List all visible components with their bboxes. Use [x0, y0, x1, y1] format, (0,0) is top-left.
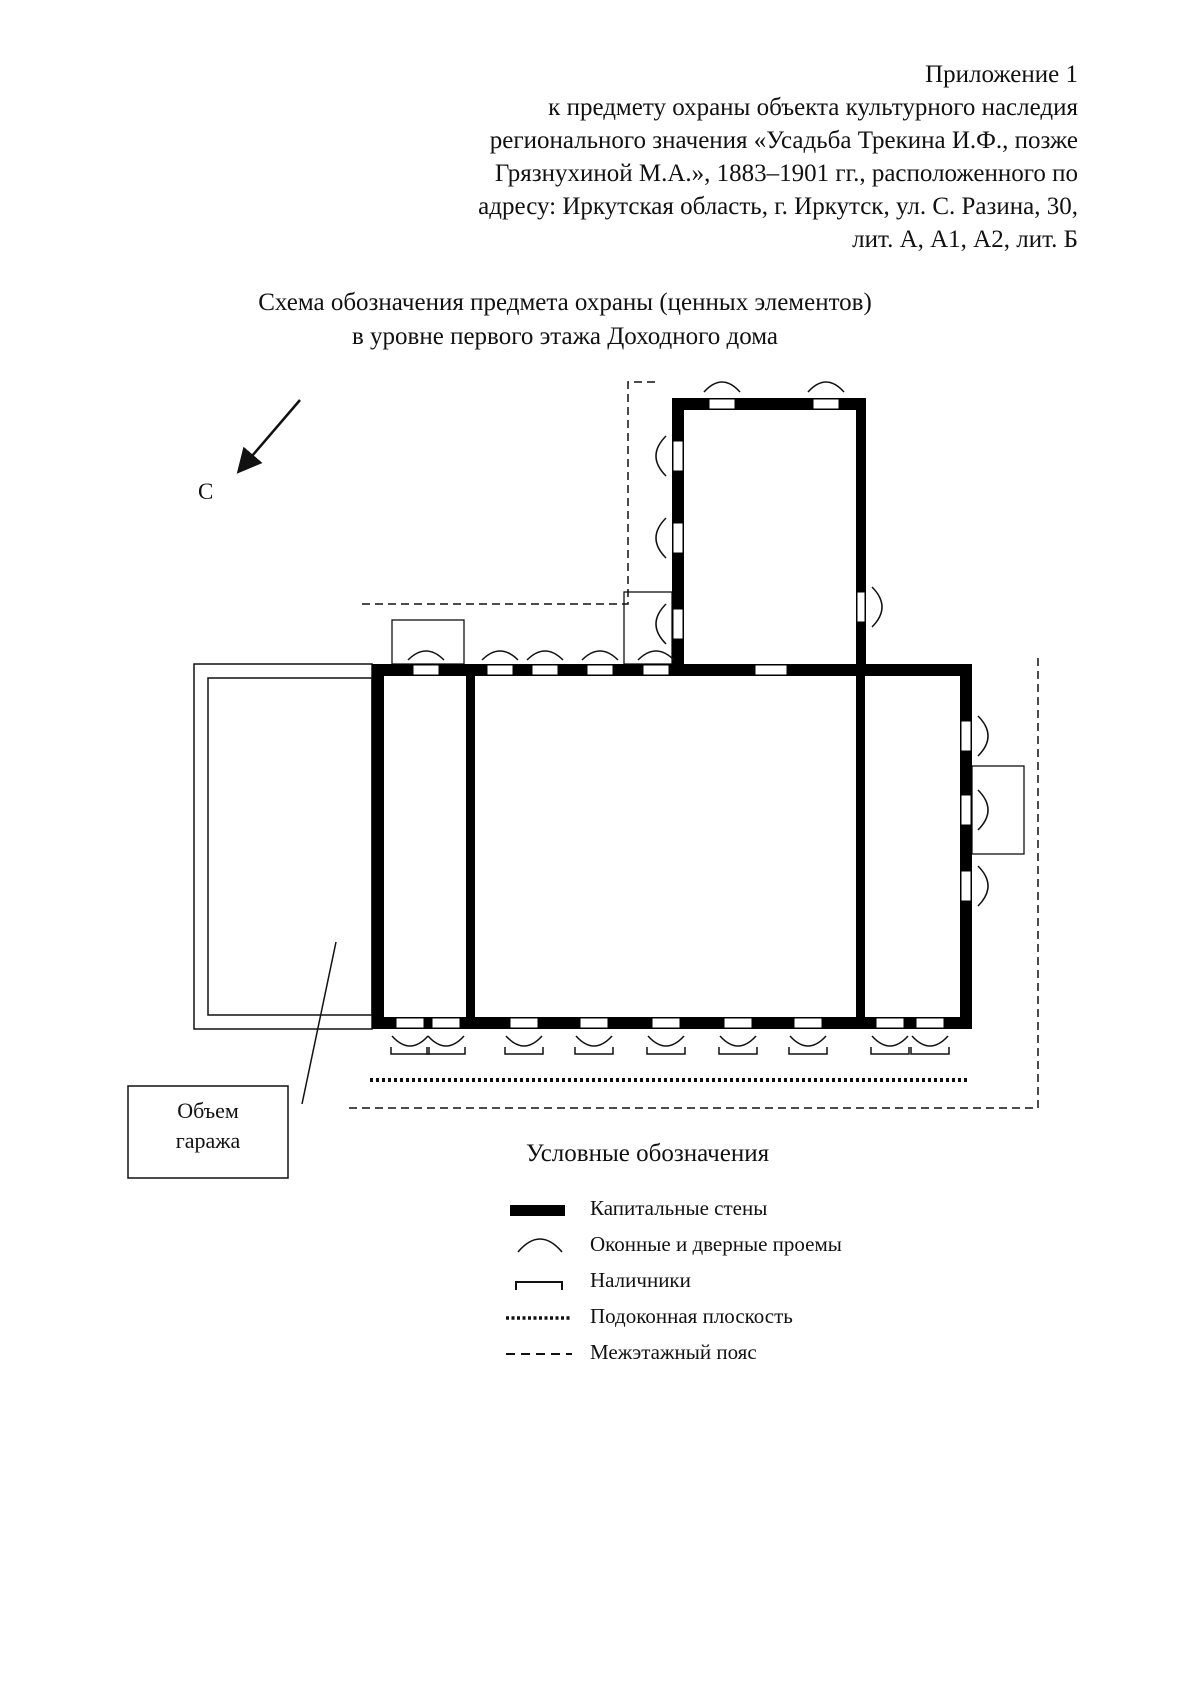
header-line: лит. А, А1, А2, лит. Б — [852, 226, 1078, 253]
opening — [960, 720, 972, 752]
opening — [586, 664, 614, 676]
window-frame — [718, 1047, 758, 1055]
opening-arc — [407, 650, 445, 661]
opening-arc — [575, 1035, 613, 1047]
header-line: Грязнухиной М.А.», 1883–1901 гг., распол… — [494, 160, 1078, 187]
title-line: в уровне первого этажа Доходного дома — [352, 323, 778, 350]
legend-label-sill: Подоконная плоскость — [590, 1304, 793, 1328]
window-frame — [646, 1047, 686, 1055]
opening-arc — [655, 603, 667, 645]
opening-arc — [481, 650, 519, 661]
header-line: адресу: Иркутская область, г. Иркутск, у… — [478, 193, 1078, 220]
title-line: Схема обозначения предмета охраны (ценны… — [258, 289, 872, 316]
opening — [486, 664, 514, 676]
window-frame — [910, 1047, 950, 1055]
north-arrow-icon — [236, 399, 301, 474]
window-frames — [390, 1047, 950, 1055]
window-frame — [390, 1047, 430, 1055]
opening — [723, 1017, 753, 1029]
opening — [672, 608, 684, 640]
opening-arc — [655, 435, 667, 477]
opening-arc — [427, 1035, 465, 1047]
opening — [708, 398, 736, 410]
garage-label-line: Объем — [177, 1098, 239, 1123]
garage-volume — [193, 663, 373, 1030]
capital-walls — [372, 398, 972, 1029]
opening — [812, 398, 840, 410]
opening — [915, 1017, 945, 1029]
opening-arc — [911, 1035, 949, 1047]
opening — [651, 1017, 681, 1029]
window-frame — [870, 1047, 910, 1055]
opening — [960, 870, 972, 902]
opening-arc — [526, 650, 564, 661]
opening-arc — [977, 865, 989, 907]
document-header: Приложение 1 к предмету охраны объекта к… — [278, 58, 1078, 256]
opening — [579, 1017, 609, 1029]
window-frame — [504, 1047, 544, 1055]
header-line: регионального значения «Усадьба Трекина … — [489, 127, 1078, 154]
opening — [395, 1017, 425, 1029]
opening — [531, 664, 559, 676]
opening-arc — [719, 1035, 757, 1047]
north-label: С — [198, 479, 214, 504]
opening-arc — [505, 1035, 543, 1047]
legend-label-walls: Капитальные стены — [590, 1196, 768, 1220]
opening-arc — [977, 789, 989, 831]
porches — [391, 591, 1025, 855]
window-frame — [574, 1047, 614, 1055]
opening — [793, 1017, 823, 1029]
garage-label-box — [127, 1085, 289, 1179]
garage-label-line: гаража — [175, 1128, 241, 1153]
garage-callout-line — [301, 941, 337, 1105]
window-frame — [426, 1047, 466, 1055]
opening — [509, 1017, 539, 1029]
opening-arc — [647, 1035, 685, 1047]
opening — [672, 522, 684, 554]
opening-arcs — [391, 381, 989, 1047]
opening — [431, 1017, 461, 1029]
garage-label: Объем гаража — [128, 1096, 288, 1156]
opening — [960, 794, 972, 826]
legend-title: Условные обозначения — [526, 1140, 770, 1167]
opening-arc — [655, 517, 667, 559]
legend-label-frames: Наличники — [590, 1268, 691, 1292]
opening-arc — [807, 381, 845, 393]
scheme-title: Схема обозначения предмета охраны (ценны… — [0, 286, 1130, 354]
opening-arc — [391, 1035, 429, 1047]
opening — [754, 664, 788, 676]
opening — [856, 591, 866, 623]
opening-arc — [977, 715, 989, 757]
thick-bar-icon — [510, 1205, 565, 1216]
header-line: к предмету охраны объекта культурного на… — [548, 94, 1078, 121]
arc-icon — [517, 1238, 563, 1253]
interfloor-belt — [346, 381, 1039, 1109]
opening — [672, 440, 684, 472]
opening-arc — [871, 1035, 909, 1047]
opening — [642, 664, 670, 676]
wall-openings — [395, 398, 972, 1029]
opening — [875, 1017, 905, 1029]
opening-arc — [703, 381, 741, 393]
bracket-icon — [515, 1281, 563, 1290]
opening — [412, 664, 440, 676]
header-line: Приложение 1 — [925, 61, 1078, 88]
opening-arc — [581, 650, 619, 661]
legend-label-openings: Оконные и дверные проемы — [590, 1232, 842, 1256]
opening-arc — [789, 1035, 827, 1047]
opening-arc — [637, 650, 675, 661]
opening-arc — [871, 586, 883, 628]
legend-label-belt: Межэтажный пояс — [590, 1340, 757, 1364]
window-frame — [788, 1047, 828, 1055]
